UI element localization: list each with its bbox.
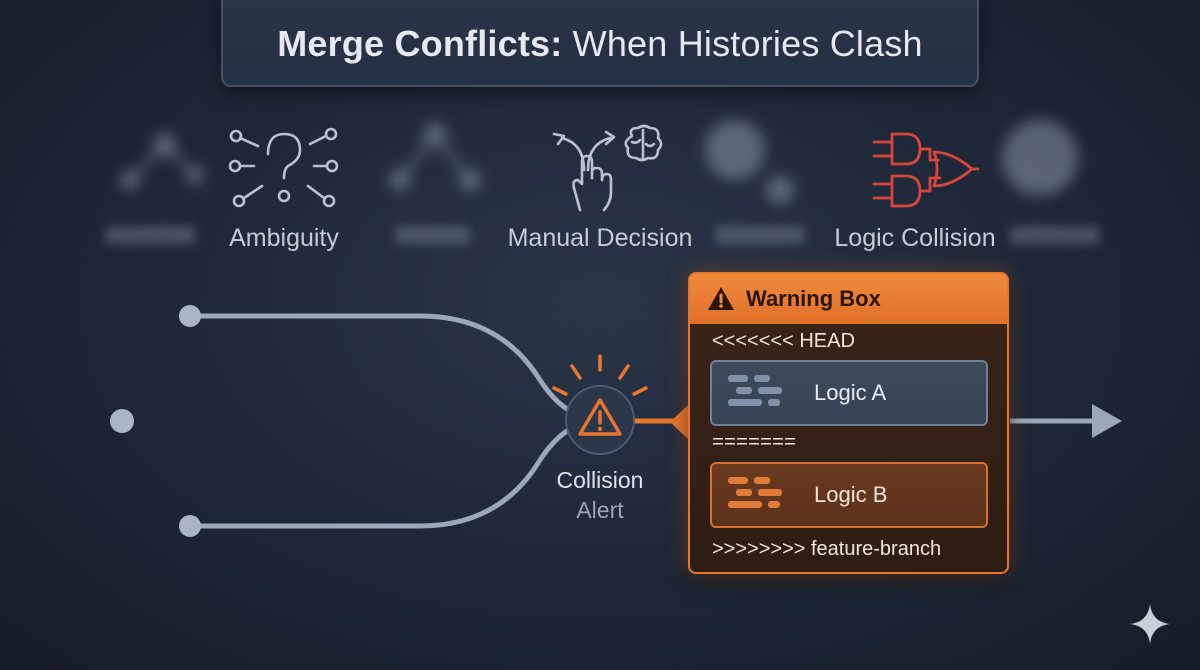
logic-a-label: Logic A [814, 380, 887, 405]
blurred-label [105, 226, 195, 244]
lower-branch-line [190, 419, 596, 529]
warning-box-title: Warning Box [746, 286, 881, 311]
hand-choice-brain-icon [552, 124, 663, 212]
separator-marker: ======= [712, 432, 797, 455]
title-rest: When Histories Clash [562, 22, 923, 64]
blurred-head-icon [1002, 120, 1078, 196]
title-banner: Merge Conflicts: When Histories Clash [221, 0, 979, 87]
concept-label-manual-decision: Manual Decision [507, 224, 693, 252]
warning-header-icon [708, 287, 734, 310]
lower-branch-commit [179, 515, 201, 537]
upper-branch-commit [179, 305, 201, 327]
title-strong: Merge Conflicts: [277, 22, 563, 64]
code-lines-icon [728, 375, 782, 406]
blurred-label [395, 226, 470, 244]
logic-b-label: Logic B [814, 482, 888, 507]
branch-marker: >>>>>>>> feature-branch [712, 538, 942, 560]
page-title: Merge Conflicts: When Histories Clash [277, 23, 923, 65]
warning-triangle-icon [552, 354, 648, 455]
warning-box: Warning Box <<<<<<< HEAD Logic A =======… [688, 272, 1009, 574]
logic-b-block: Logic B [710, 462, 988, 528]
upper-branch-line [190, 313, 596, 421]
concept-label-ambiguity: Ambiguity [229, 224, 339, 252]
warning-box-header: Warning Box [690, 274, 1007, 324]
blurred-label [715, 226, 805, 244]
connector-pointer [670, 405, 688, 439]
output-arrowhead [1092, 404, 1122, 438]
collision-label-line1: Collision [556, 467, 644, 493]
sparkle-icon [1130, 604, 1170, 644]
head-marker: <<<<<<< HEAD [712, 330, 855, 352]
logic-gates-icon [872, 132, 980, 208]
code-lines-icon [728, 477, 782, 508]
main-branch-commit [110, 409, 134, 433]
collision-label-line2: Alert [576, 497, 624, 523]
collision-alert-label: Collision Alert [557, 465, 644, 525]
blurred-network-icon [120, 133, 204, 190]
blurred-tree-icon [389, 123, 481, 191]
blurred-label [1010, 226, 1100, 244]
concept-label-logic-collision: Logic Collision [834, 224, 996, 252]
blurred-node-icon [705, 120, 794, 204]
question-network-icon [228, 127, 339, 208]
logic-a-block: Logic A [710, 360, 988, 426]
